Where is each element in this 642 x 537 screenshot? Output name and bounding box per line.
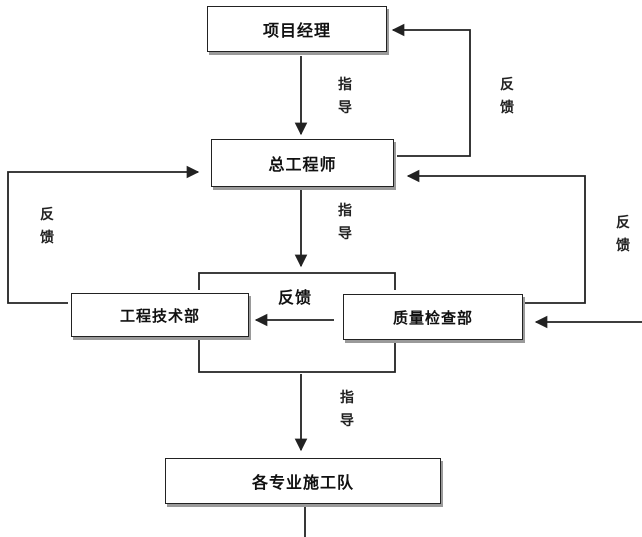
label-guide-2: 指导 xyxy=(338,203,352,242)
label-feedback-right-top: 反馈 xyxy=(500,77,514,116)
label-guide-1: 指导 xyxy=(338,77,352,116)
label-feedback-center: 反馈 xyxy=(278,288,313,307)
node-construction-teams: 各专业施工队 xyxy=(165,458,441,504)
node-quality-dept: 质量检查部 xyxy=(343,294,523,340)
arrow-chief-to-pm-feedback xyxy=(391,23,471,157)
arrow-tech-to-chief-feedback xyxy=(7,165,200,304)
node-tech-dept: 工程技术部 xyxy=(71,293,249,337)
arrow-quality-to-chief-feedback xyxy=(406,169,586,304)
label-guide-3: 指导 xyxy=(340,390,354,429)
node-chief-engineer: 总工程师 xyxy=(211,139,394,187)
label-feedback-right: 反馈 xyxy=(616,215,630,254)
node-project-manager: 项目经理 xyxy=(207,6,387,52)
center-frame-top xyxy=(198,272,396,290)
center-frame-bottom xyxy=(198,337,396,373)
label-feedback-left: 反馈 xyxy=(40,207,54,246)
